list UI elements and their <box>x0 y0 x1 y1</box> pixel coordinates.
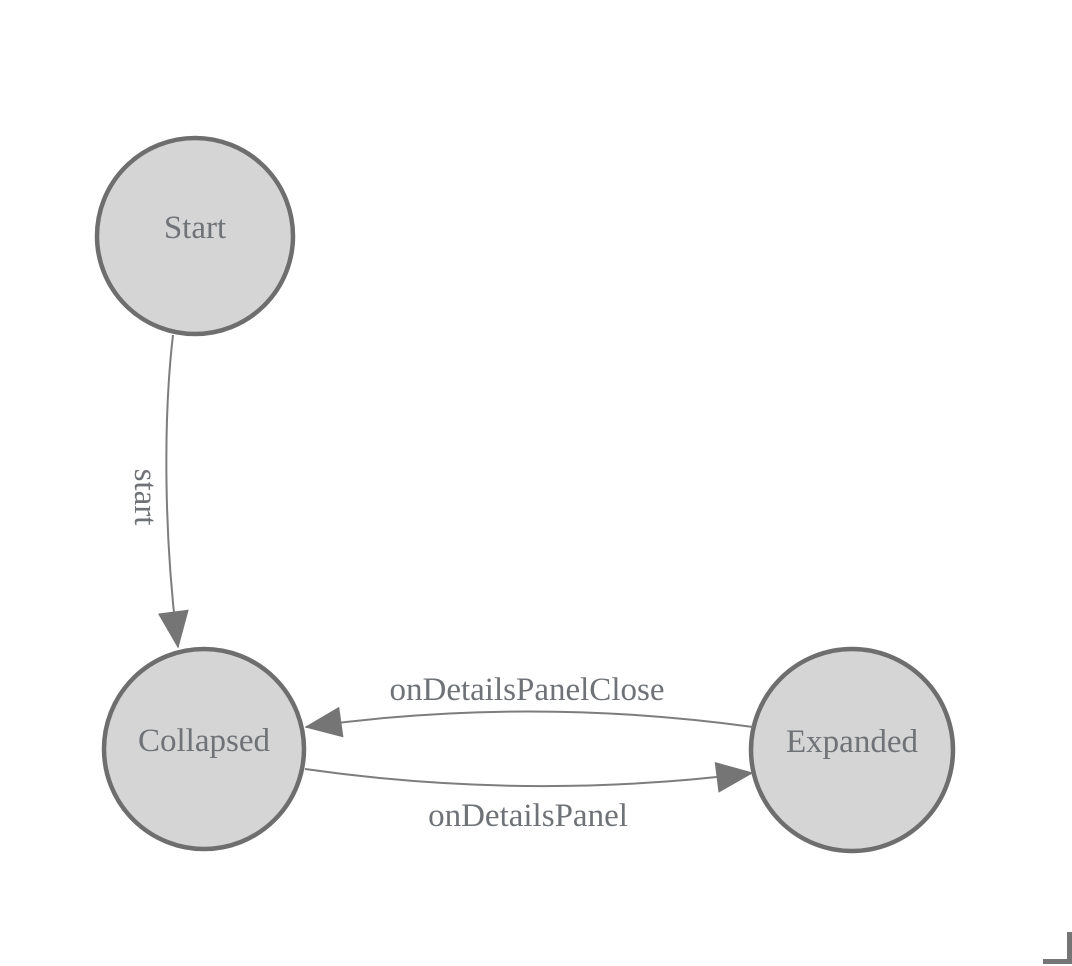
transition-ondetailspanel-path <box>304 762 754 793</box>
transition-ondetailspanel-label: onDetailsPanel <box>428 798 628 834</box>
transition-ondetailspanelclose-path <box>304 706 754 738</box>
transition-start: start <box>127 334 189 649</box>
state-node-collapsed[interactable]: Collapsed <box>101 646 307 852</box>
state-node-expanded-circle[interactable] <box>748 646 956 854</box>
transition-ondetailspanelclose-label: onDetailsPanelClose <box>390 672 665 708</box>
state-node-start[interactable]: Start <box>94 135 296 337</box>
transition-ondetailspanel: onDetailsPanel <box>304 762 754 834</box>
state-node-expanded[interactable]: Expanded <box>748 646 956 854</box>
state-node-collapsed-circle[interactable] <box>101 646 307 852</box>
state-node-expanded-label: Expanded <box>786 724 918 760</box>
state-node-start-label: Start <box>164 210 226 246</box>
resize-corner-handle[interactable] <box>1043 932 1072 964</box>
transition-start-label: start <box>127 469 163 526</box>
transition-start-path <box>158 334 189 649</box>
state-node-start-circle[interactable] <box>94 135 296 337</box>
state-node-collapsed-label: Collapsed <box>138 723 270 759</box>
transition-ondetailspanelclose: onDetailsPanelClose <box>304 672 754 738</box>
